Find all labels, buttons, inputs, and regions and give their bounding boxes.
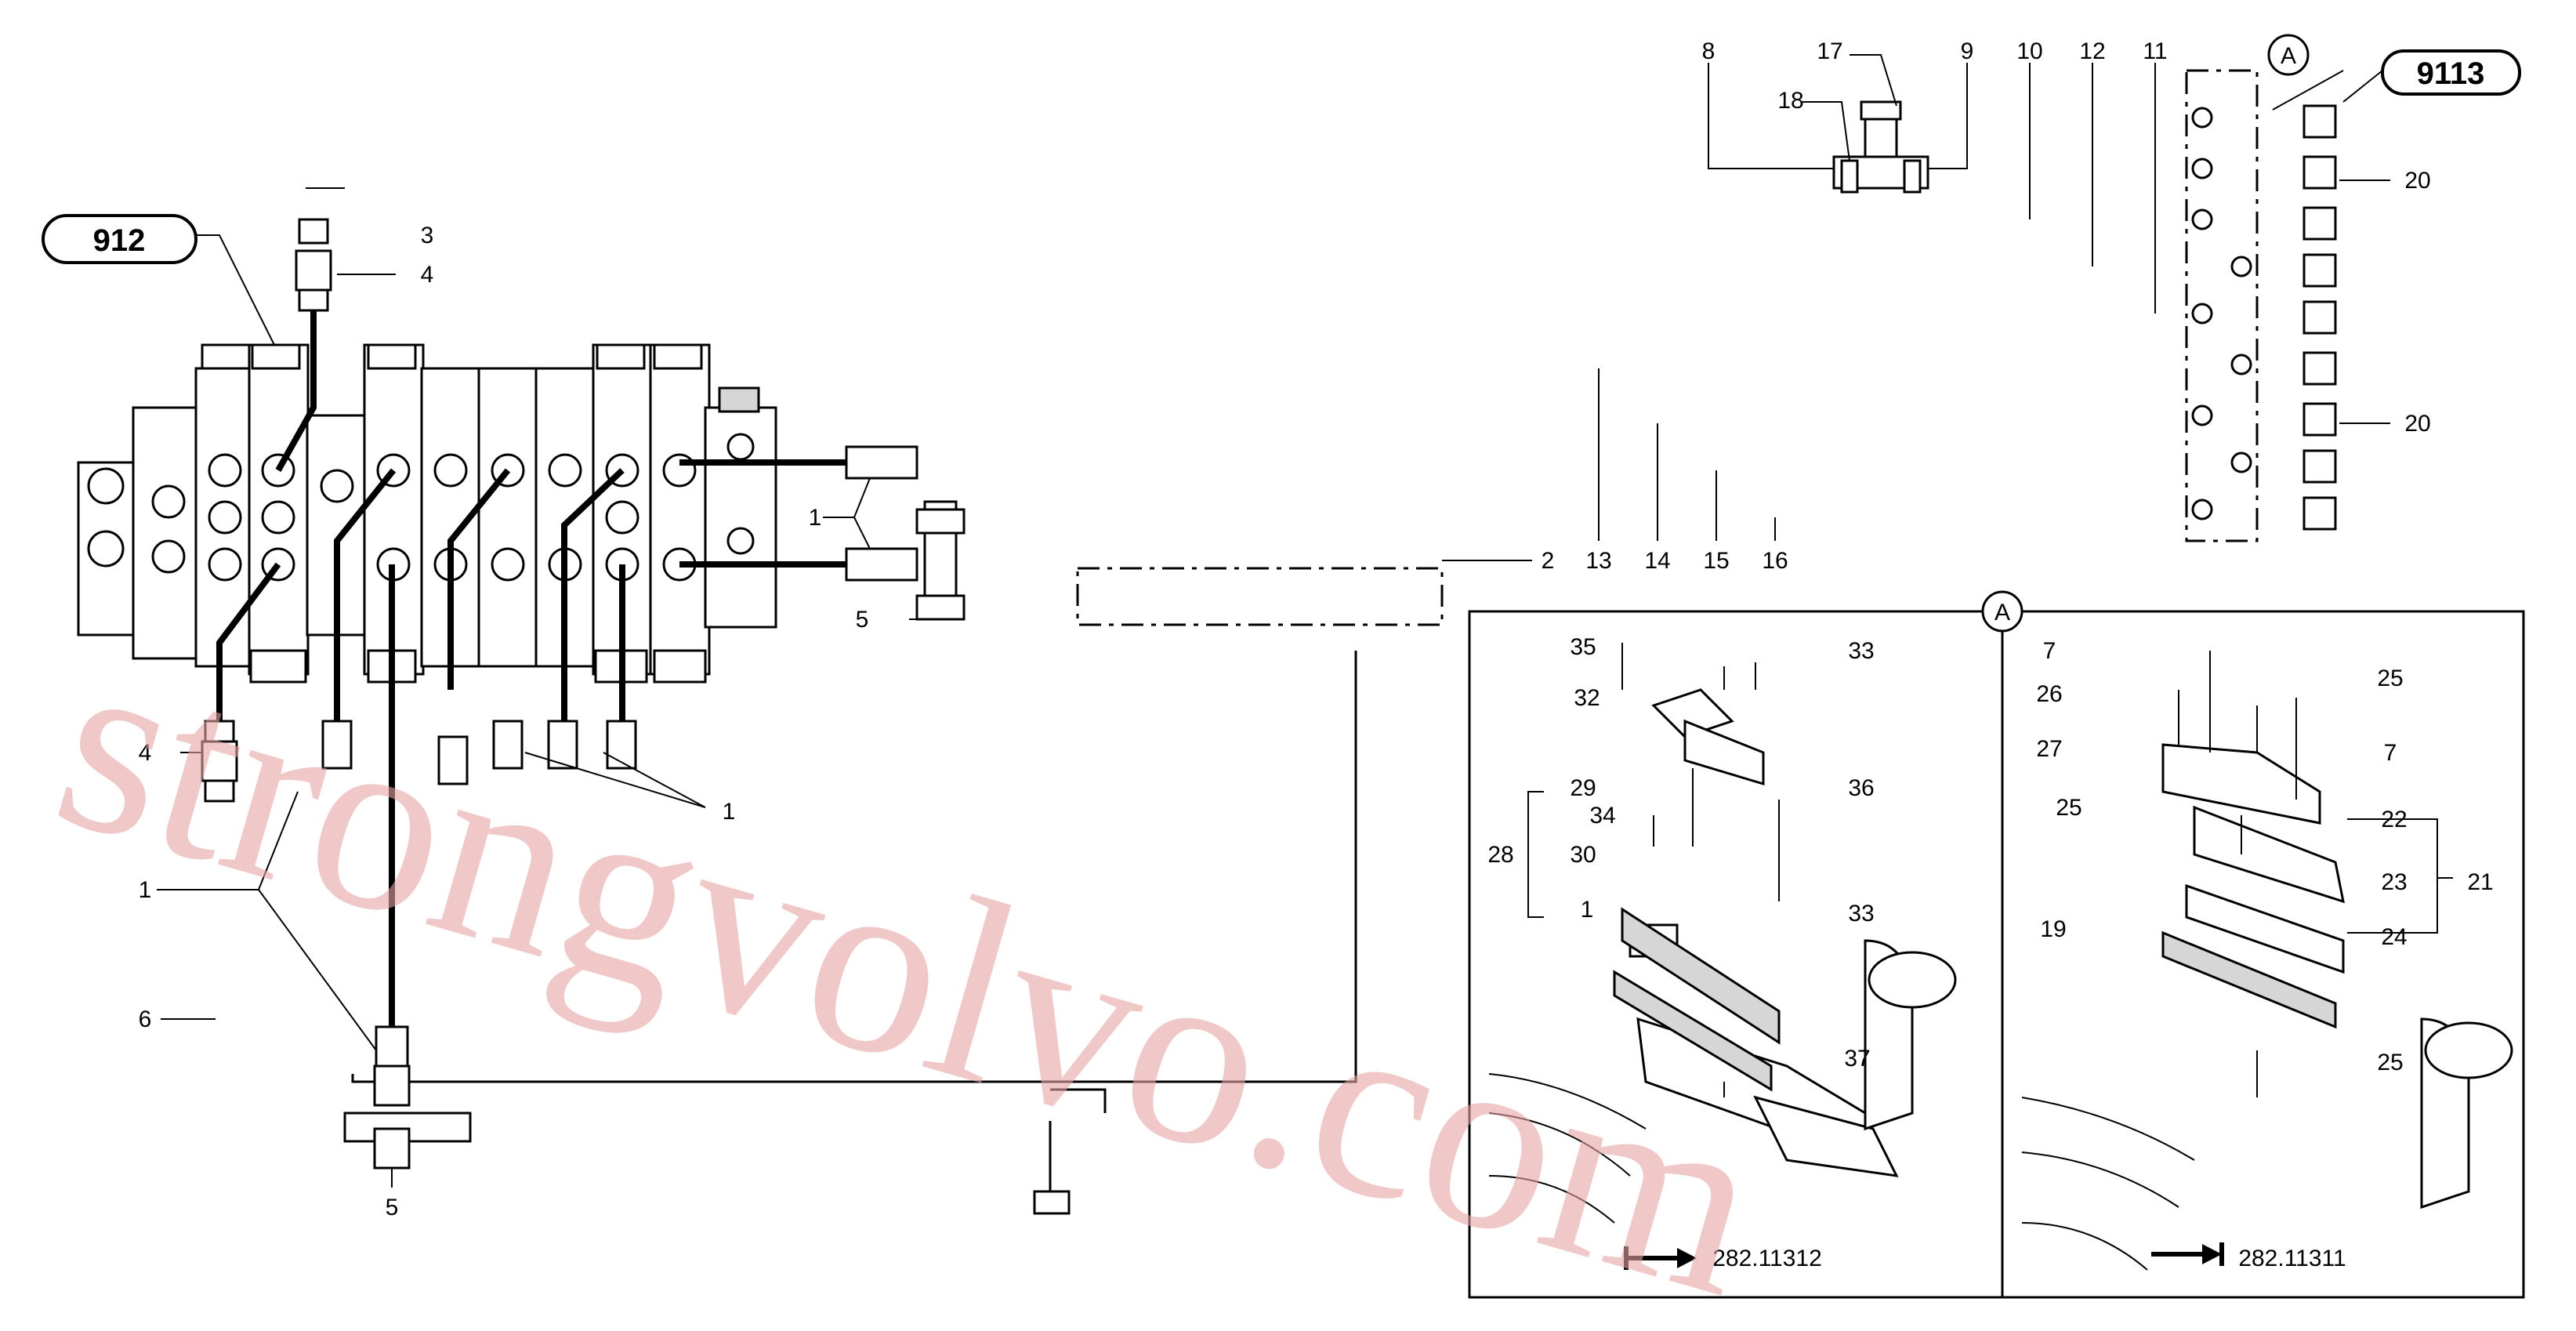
ref-label-912: 912: [93, 223, 146, 258]
leader-lines: [157, 54, 2390, 1188]
callout-16: 16: [1762, 548, 1788, 574]
clamp-group-box-right: [2185, 69, 2259, 542]
callouts-detail-left: 35 33 32 29 36 34 28 30 1 33 37: [1487, 634, 1874, 1072]
callout-5-bottom: 5: [386, 1195, 399, 1220]
callout-37: 37: [1844, 1046, 1870, 1072]
footnote-right: 282.11311: [2238, 1246, 2346, 1271]
clamp-group-box: [1076, 567, 1444, 626]
callout-1-detail: 1: [1581, 897, 1594, 923]
callout-5-right: 5: [856, 607, 869, 633]
callout-12: 12: [2079, 38, 2105, 64]
ref-pill-912: 912: [42, 214, 197, 264]
footnote-arrows: [1624, 1242, 2224, 1270]
callout-21: 21: [2467, 869, 2493, 895]
callout-34: 34: [1589, 803, 1615, 829]
callout-4-top: 4: [421, 262, 434, 288]
callout-27: 27: [2036, 736, 2062, 762]
callout-2: 2: [1542, 548, 1555, 574]
callout-25-top: 25: [2377, 666, 2403, 691]
callout-28: 28: [1487, 842, 1513, 868]
right-connectors: [2191, 104, 2337, 531]
callout-8: 8: [1702, 38, 1716, 64]
callout-4-low: 4: [139, 740, 152, 766]
callout-13: 13: [1585, 548, 1611, 574]
callout-30: 30: [1570, 842, 1596, 868]
callout-36: 36: [1848, 775, 1874, 801]
callouts-detail-right: 7 25 26 27 7 25 22 23 21 19 24 25: [2036, 638, 2493, 1075]
callout-14: 14: [1644, 548, 1670, 574]
ref-label-9113: 9113: [2417, 56, 2485, 91]
callout-17: 17: [1817, 38, 1842, 64]
callout-20-mid: 20: [2404, 411, 2430, 437]
watermark: strongvolvo.com: [31, 594, 1788, 1331]
footnote-left: 282.11312: [1712, 1246, 1822, 1271]
callout-25-mid: 25: [2056, 795, 2081, 821]
callout-3: 3: [421, 223, 434, 248]
callout-32: 32: [1574, 685, 1600, 711]
callout-7-right: 7: [2384, 740, 2397, 766]
callout-20-top: 20: [2404, 168, 2430, 194]
detail-marker-panel: A: [1981, 590, 2023, 633]
callout-1-upper: 1: [809, 505, 822, 531]
callout-33-bottom: 33: [1848, 901, 1874, 927]
callout-1-mid: 1: [723, 799, 736, 825]
detail-marker-panel-label: A: [1994, 600, 2010, 626]
detail-marker-top-label: A: [2281, 43, 2296, 69]
callout-24: 24: [2381, 924, 2407, 950]
callout-35: 35: [1570, 634, 1596, 660]
callout-7-top: 7: [2043, 638, 2056, 664]
callout-18: 18: [1777, 88, 1803, 114]
callout-25-bottom: 25: [2377, 1050, 2403, 1075]
callout-6: 6: [139, 1006, 152, 1032]
callout-15: 15: [1703, 548, 1729, 574]
callout-29: 29: [1570, 775, 1596, 801]
callout-11: 11: [2143, 38, 2167, 64]
callout-33-top: 33: [1848, 638, 1874, 664]
callout-10: 10: [2016, 38, 2042, 64]
hose-arrows: [216, 259, 854, 1050]
callouts-main: 1 2 3 4 5 4 1 6 5 1 8 17 18 9 10 12 11 2…: [139, 38, 2431, 1220]
fittings: [201, 100, 1929, 1215]
callout-26: 26: [2036, 681, 2062, 707]
ref-pill-9113: 9113: [2381, 49, 2521, 96]
callout-19: 19: [2040, 916, 2066, 942]
detail-marker-top: A: [2267, 34, 2310, 76]
callout-9: 9: [1961, 38, 1974, 64]
callout-23: 23: [2381, 869, 2407, 895]
callout-1-left: 1: [139, 877, 152, 903]
callout-22: 22: [2381, 807, 2407, 832]
control-valve-block: [77, 343, 777, 684]
